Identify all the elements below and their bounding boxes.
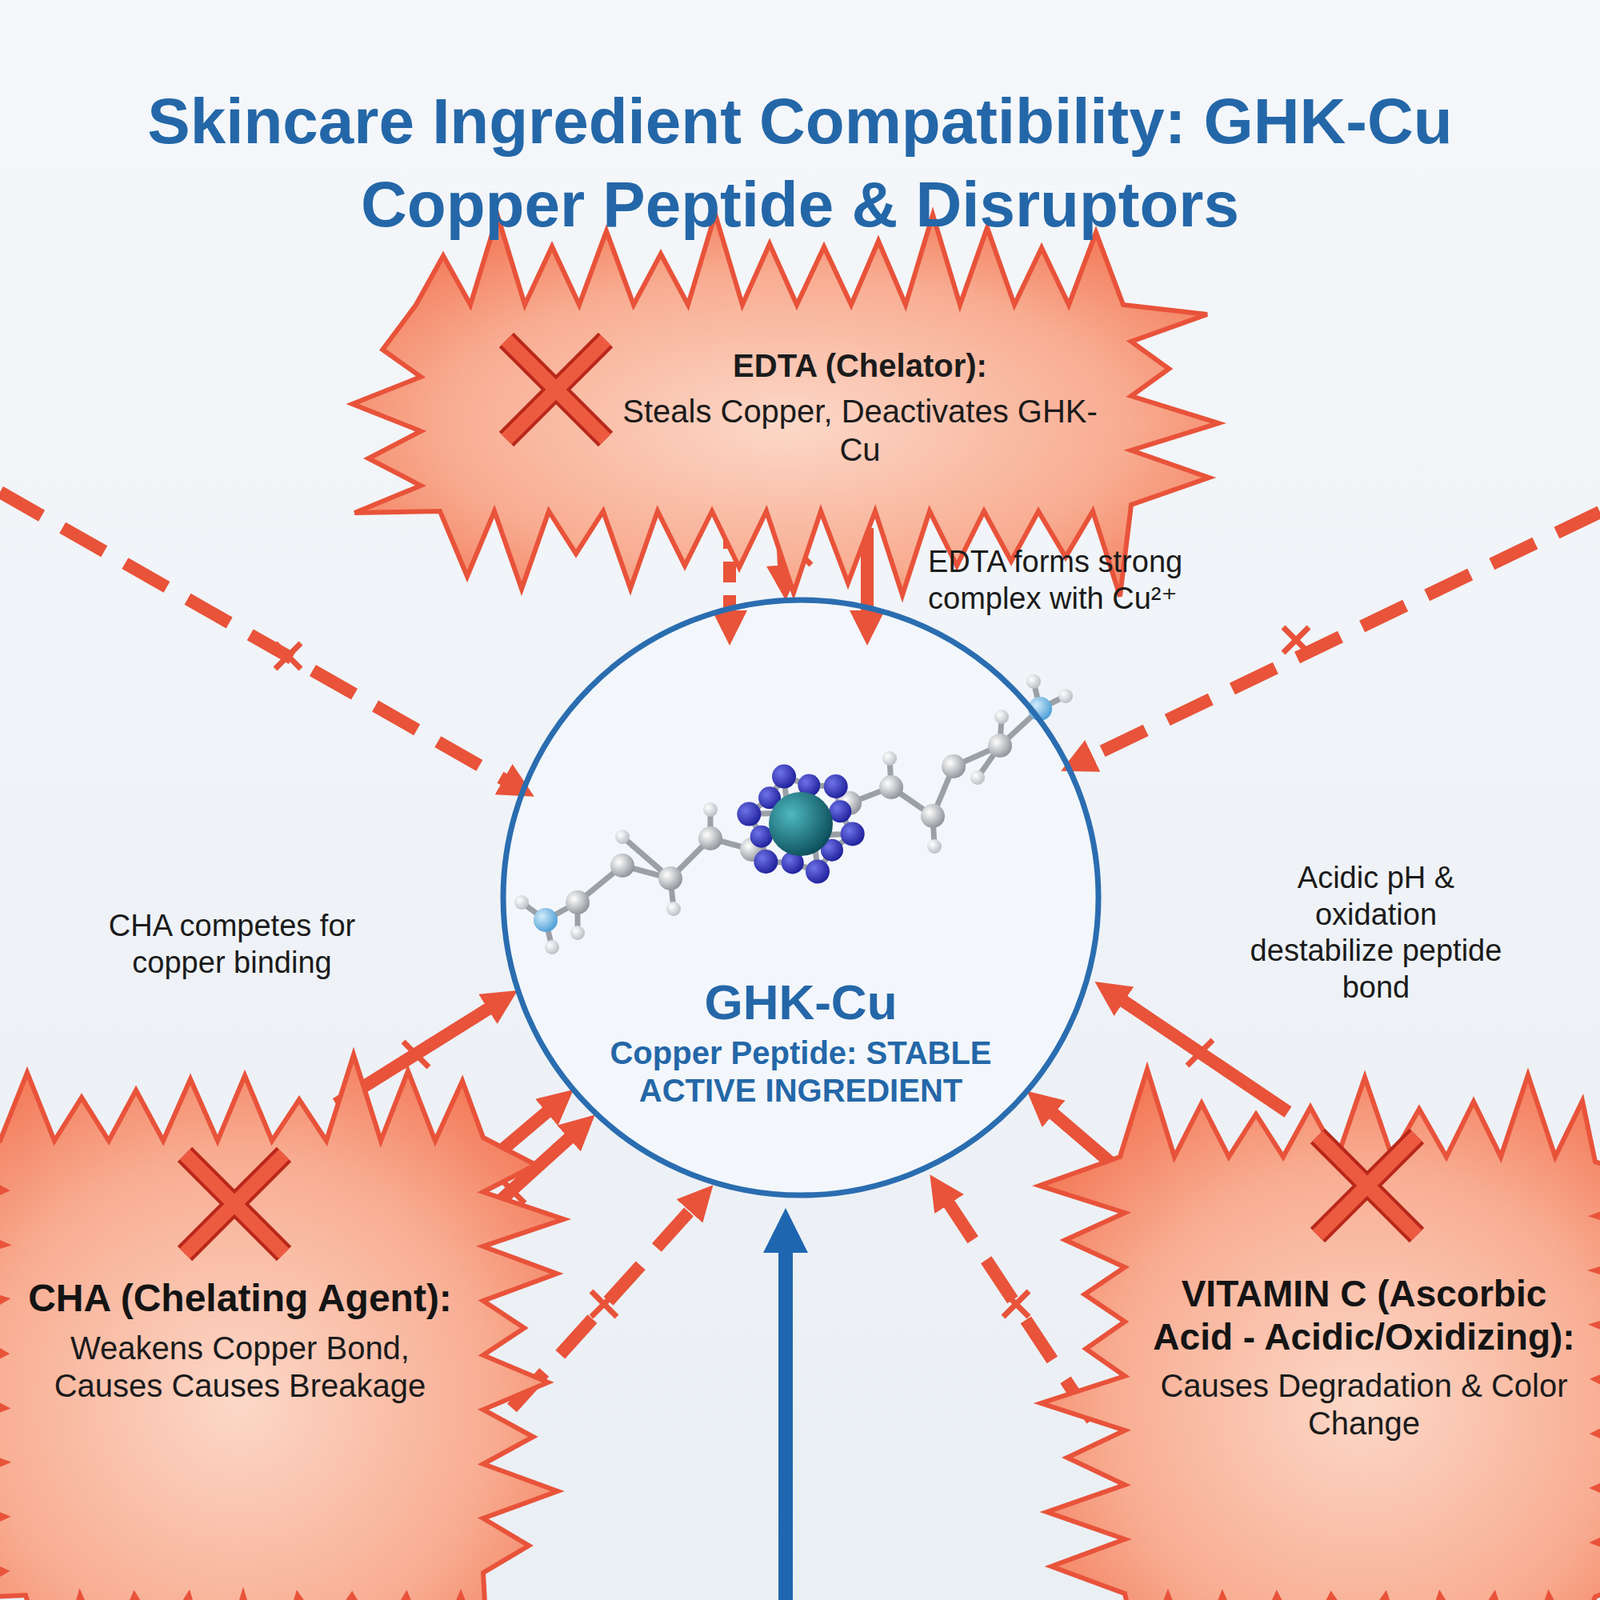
- decor-arrows: [0, 492, 1600, 1420]
- node-text-group: CHA (Chelating Agent): Weakens Copper Bon…: [24, 1276, 456, 1405]
- x-icon: [184, 1154, 284, 1254]
- node-body: Steals Copper, Deactivates GHK-Cu: [616, 392, 1104, 468]
- molecule-atoms: [514, 674, 1073, 955]
- note-label: CHA competes for copper binding: [64, 908, 400, 981]
- burst-node: CHA (Chelating Agent): Weakens Copper Bon…: [0, 1136, 488, 1600]
- diagram-title: Skincare Ingredient Compatibility: GHK-C…: [96, 80, 1504, 247]
- molecule-bonds: [521, 681, 1066, 948]
- note-label: EDTA forms strong complex with Cu²⁺: [928, 544, 1272, 617]
- blue-arrow: [778, 1240, 793, 1600]
- x-icon: [506, 340, 606, 440]
- circle-node: GHK-CuCopper Peptide: STABLE ACTIVE INGR…: [500, 596, 1102, 1199]
- node-heading: GHK-Cu: [608, 972, 993, 1032]
- node-text-group: VITAMIN C (Ascorbic Acid - Acidic/Oxidiz…: [1152, 1272, 1576, 1443]
- node-body: Copper Peptide: STABLE ACTIVE INGREDIENT: [608, 1034, 993, 1110]
- node-text-group: EDTA (Chelator): Steals Copper, Deactivat…: [616, 347, 1104, 469]
- burst-outline: [352, 214, 1219, 597]
- node-text-group: GHK-CuCopper Peptide: STABLE ACTIVE INGR…: [608, 972, 993, 1111]
- note-label: Acidic pH & oxidation destabilize peptid…: [1248, 860, 1504, 1006]
- x-icon: [1317, 1136, 1417, 1236]
- burst-node: EDTA (Chelator): Steals Copper, Deactivat…: [416, 300, 1136, 516]
- burst-outline: [1039, 1069, 1600, 1600]
- node-body: Weakens Copper Bond, Causes Causes Break…: [24, 1329, 456, 1405]
- x-outline: [184, 1154, 284, 1254]
- node-heading: EDTA (Chelator):: [616, 347, 1104, 385]
- circle-ground: [503, 600, 1099, 1196]
- node-heading: VITAMIN C (Ascorbic Acid - Acidic/Oxidiz…: [1152, 1272, 1576, 1360]
- node-heading: CHA (Chelating Agent):: [24, 1276, 456, 1322]
- burst-node: VITAMIN C (Ascorbic Acid - Acidic/Oxidiz…: [1120, 1152, 1600, 1600]
- x-outline: [506, 340, 606, 440]
- node-body: Causes Degradation & Color Change: [1152, 1367, 1576, 1443]
- circle-outline: [503, 600, 1099, 1196]
- x-outline: [1317, 1136, 1417, 1236]
- burst-outline: [0, 1054, 564, 1600]
- molecule-illustration: [514, 674, 1073, 955]
